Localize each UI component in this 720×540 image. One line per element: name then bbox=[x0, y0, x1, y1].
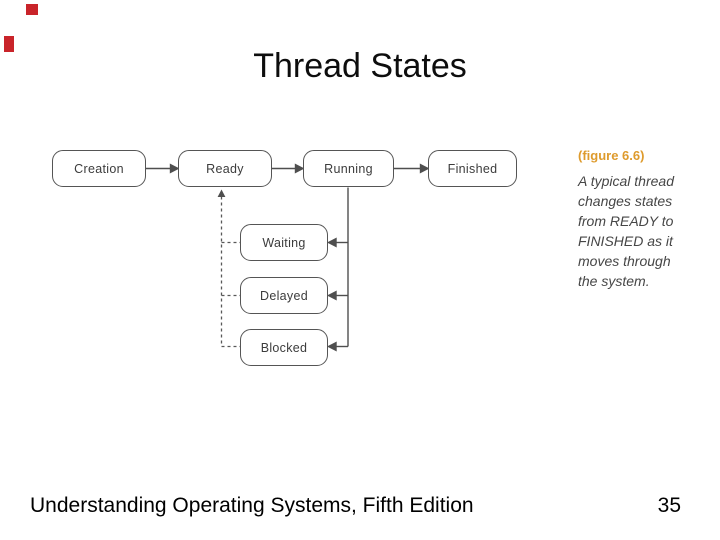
state-label: Waiting bbox=[262, 235, 306, 250]
arrowhead-left-icon bbox=[326, 341, 337, 352]
arrowhead-right-icon bbox=[419, 163, 430, 174]
footer-page-number: 35 bbox=[657, 494, 681, 517]
dashed-edges bbox=[220, 196, 240, 348]
caption-line: A typical thread bbox=[578, 173, 674, 189]
state-label: Delayed bbox=[260, 288, 308, 303]
arrowhead-up-icon bbox=[217, 189, 226, 197]
state-node-waiting: Waiting bbox=[240, 224, 328, 261]
caption-line: changes states bbox=[578, 193, 673, 209]
state-node-ready: Ready bbox=[178, 150, 272, 187]
state-label: Ready bbox=[206, 161, 244, 176]
arrowhead-right-icon bbox=[169, 163, 180, 174]
state-node-delayed: Delayed bbox=[240, 277, 328, 314]
caption-line: moves through bbox=[578, 253, 671, 269]
caption-line: the system. bbox=[578, 273, 650, 289]
state-node-finished: Finished bbox=[428, 150, 517, 187]
solid-edges bbox=[146, 163, 430, 352]
figure-caption: (figure 6.6) A typical thread changes st… bbox=[578, 148, 716, 291]
red-accent-mark bbox=[26, 4, 38, 15]
caption-line: FINISHED as it bbox=[578, 233, 673, 249]
arrowhead-left-icon bbox=[326, 290, 337, 301]
arrowhead-left-icon bbox=[326, 237, 337, 248]
arrowhead-right-icon bbox=[294, 163, 305, 174]
footer-book-title: Understanding Operating Systems, Fifth E… bbox=[30, 494, 474, 517]
state-label: Finished bbox=[447, 161, 498, 176]
state-label: Running bbox=[324, 161, 373, 176]
red-accent-mark bbox=[4, 36, 14, 52]
state-node-running: Running bbox=[303, 150, 394, 187]
state-node-creation: Creation bbox=[52, 150, 146, 187]
page-title: Thread States bbox=[253, 47, 467, 85]
state-label: Blocked bbox=[260, 340, 308, 355]
caption-line: from READY to bbox=[578, 213, 674, 229]
state-label: Creation bbox=[74, 161, 124, 176]
figure-number-label: (figure 6.6) bbox=[578, 148, 645, 163]
state-node-blocked: Blocked bbox=[240, 329, 328, 366]
